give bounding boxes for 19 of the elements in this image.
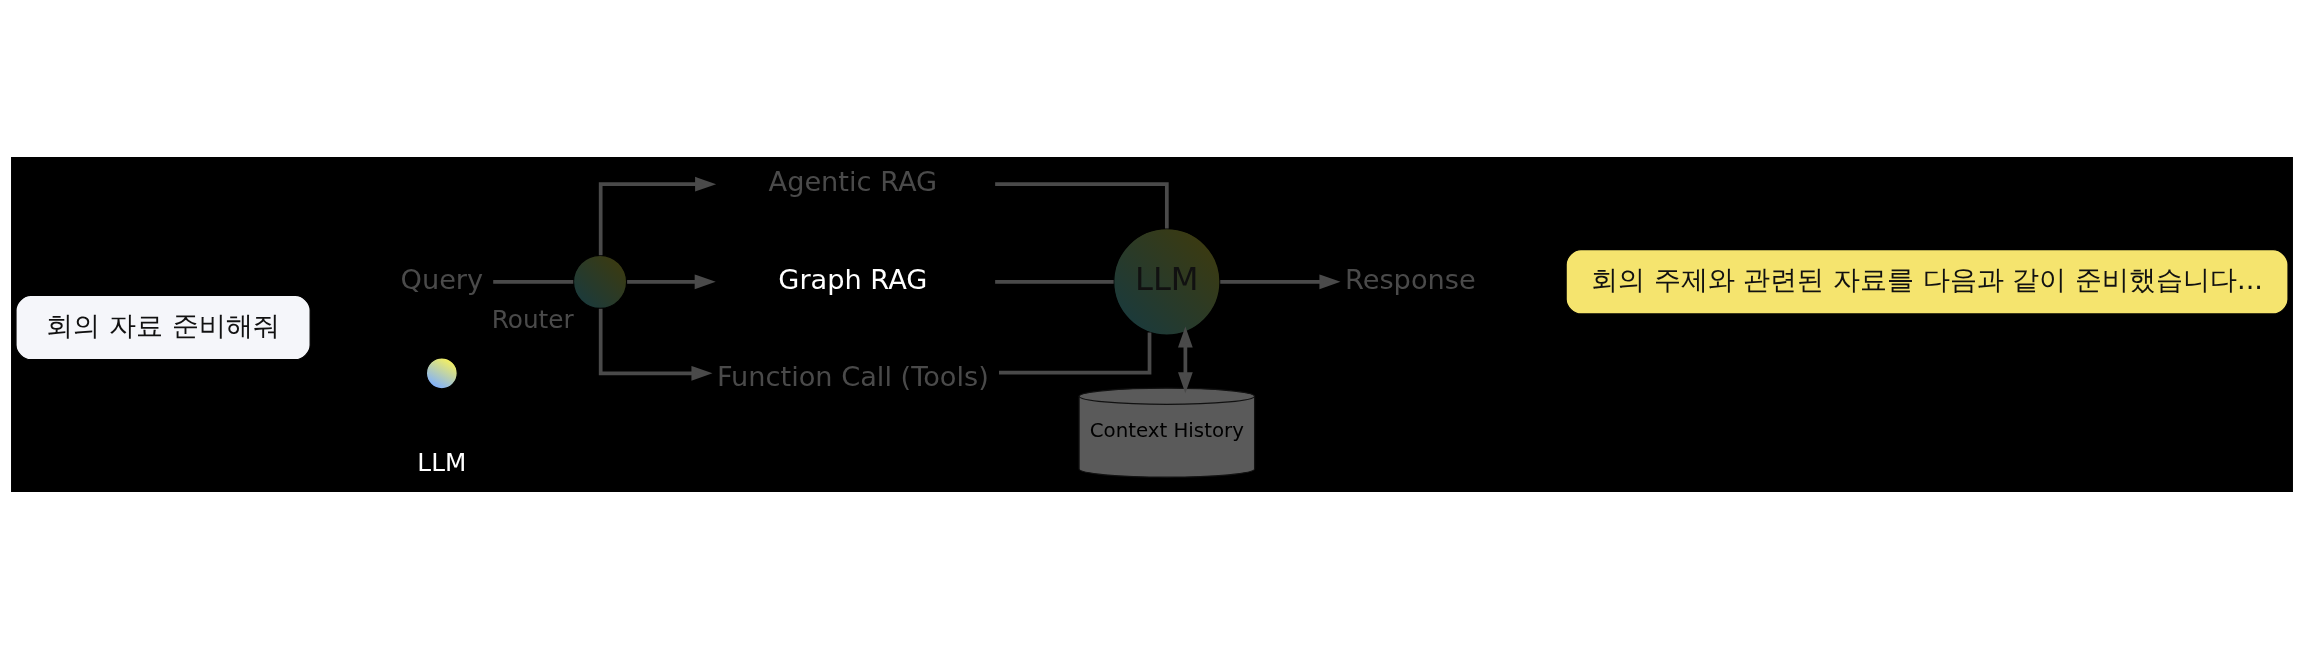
arrow [1220, 273, 1341, 289]
arrow [598, 308, 713, 381]
connector [995, 181, 1169, 228]
connector [493, 279, 574, 284]
node-text: Query [400, 263, 484, 295]
arrow [627, 273, 716, 289]
node-text: Agentic RAG [768, 165, 938, 197]
node-text: Function Call (Tools) [716, 360, 989, 392]
arrow [1178, 325, 1193, 393]
legend-label: LLM [417, 447, 467, 477]
node-box: 회의 자료 준비해줘 [15, 294, 311, 360]
node-box: 회의 주제와 관련된 자료를 다음과 같이 준비했습니다... [1565, 248, 2289, 315]
node-text: Response [1345, 263, 1476, 295]
node-circle [572, 254, 628, 309]
connector [995, 279, 1114, 284]
node-label: Router [491, 304, 574, 334]
node-text: Graph RAG [778, 263, 928, 295]
connector [999, 332, 1152, 375]
arrow [598, 176, 717, 255]
